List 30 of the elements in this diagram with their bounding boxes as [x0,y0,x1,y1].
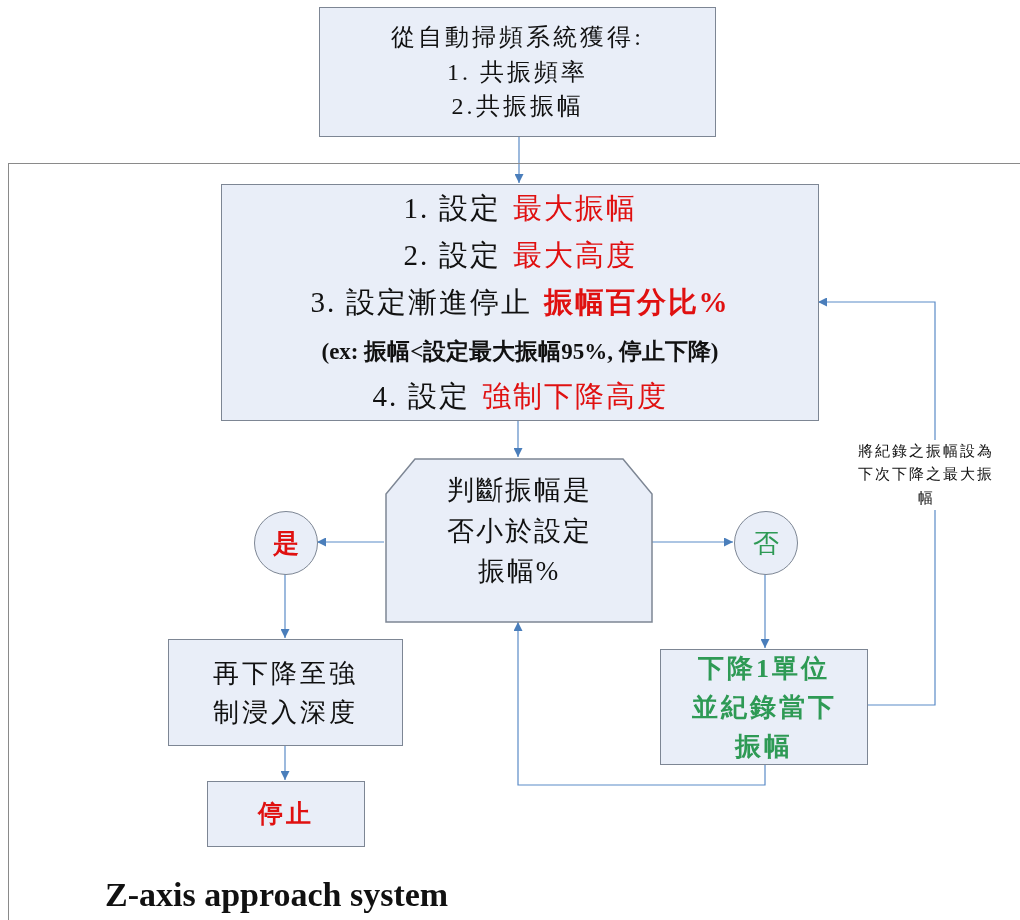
arrow [316,537,385,547]
arrow [513,419,523,458]
setting-value: 最大振幅 [512,192,637,225]
settings-box [221,184,819,421]
answer-circle: 是 [254,511,318,575]
setting-value: 振幅百分比% [543,286,730,318]
process-box: 再下降至強制浸入深度 [168,639,403,746]
process-box: 下降1單位並紀錄當下振幅 [660,649,868,765]
setting-text: 2. 設定 [403,239,501,272]
arrow [760,573,770,649]
setting-value: 強制下降高度 [481,379,668,412]
list-item: 2.共振振幅 [451,92,584,122]
list-item: 1. 共振頻率 [447,57,588,87]
decision-box [385,458,653,623]
stop-box: 停止 [207,781,365,847]
setting-text: 1. 設定 [403,192,501,225]
answer-circle: 否 [734,511,798,575]
decision-text: 判斷振幅是否小於設定振幅% [445,474,593,588]
title-text: Z-axis approach system [105,876,449,914]
arrow [280,573,290,639]
system-frame [8,163,1020,920]
arrow [514,136,524,184]
setting-text: 4. 設定 [372,379,470,412]
arrow [513,621,766,786]
heading-text: 從自動掃頻系統獲得: [391,22,644,52]
source-box [319,7,716,137]
setting-value: 最大高度 [512,239,637,272]
setting-text: 3. 設定漸進停止 [310,286,532,318]
arrow [280,744,290,781]
setting-text: (ex: 振幅<設定最大振幅95%, 停止下降) [321,339,719,364]
